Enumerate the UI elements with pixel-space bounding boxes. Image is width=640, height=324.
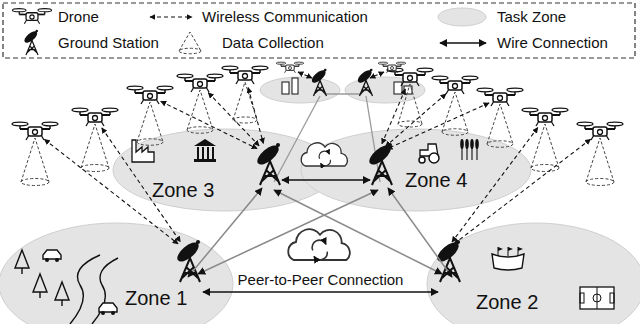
- ground-station-icon: [23, 29, 40, 55]
- legend-label: Ground Station: [58, 34, 159, 52]
- drone-icon: [432, 76, 478, 94]
- legend-sample: [150, 17, 192, 18]
- ground-station-icon: [356, 68, 374, 96]
- connection-label: Peer-to-Peer Connection: [235, 271, 407, 289]
- drone-icon: [12, 122, 58, 140]
- data-collection-cone: [187, 90, 213, 133]
- drone-icon: [222, 66, 268, 84]
- wireless-link: [370, 72, 384, 78]
- drone-icon: [12, 9, 51, 24]
- legend-label: Drone: [58, 8, 99, 26]
- task-zone: Zone 1: [0, 222, 234, 324]
- legend-frame: [3, 3, 635, 58]
- drone-icon: [127, 86, 173, 104]
- legend-label: Task Zone: [497, 8, 566, 26]
- wire-sample: [440, 42, 486, 44]
- building-icon: [292, 78, 298, 94]
- legend-label: Wire Connection: [497, 34, 608, 52]
- data-collection-cone: [398, 84, 422, 127]
- drone-icon: [387, 68, 433, 86]
- building-icon: [282, 82, 289, 94]
- zone-label: Zone 2: [476, 290, 538, 314]
- data-collection-cone: [179, 32, 201, 54]
- legend-sample: [12, 9, 51, 24]
- zone-ellipse: [0, 222, 234, 324]
- drone-icon: [276, 62, 304, 73]
- drone-icon: [477, 88, 523, 106]
- legend-sample: [179, 32, 201, 54]
- drone-icon: [577, 122, 623, 140]
- wire-connection: [203, 291, 438, 293]
- legend-sample: [438, 8, 486, 26]
- legend-sample: [23, 29, 40, 55]
- data-collection-cone: [81, 124, 109, 172]
- cloud-icon: [288, 229, 349, 260]
- legend-label: Data Collection: [222, 34, 324, 52]
- legend-label: Wireless Communication: [202, 8, 368, 26]
- drone-icon: [72, 108, 118, 126]
- data-collection-cone: [586, 138, 614, 186]
- task-zone: Zone 2: [426, 222, 640, 324]
- task-zone-small: [260, 77, 340, 103]
- legend-sample: [440, 43, 486, 44]
- drone-icon: [378, 62, 406, 73]
- task-zone: Zone 4: [300, 128, 532, 212]
- drone-icon: [177, 74, 223, 92]
- field-icon: [580, 287, 614, 309]
- zone-label: Zone 4: [405, 168, 467, 192]
- wireless-link: [298, 72, 312, 78]
- backhaul-wire: [324, 93, 362, 94]
- data-collection-cone: [442, 92, 468, 135]
- zone-label: Zone 3: [152, 178, 214, 202]
- legend-swatch: [438, 8, 486, 26]
- zone-ellipse: [112, 128, 337, 212]
- building-icon: [394, 82, 402, 94]
- data-collection-cone: [233, 82, 257, 123]
- ground-station-icon: [310, 68, 328, 96]
- zone-label: Zone 1: [125, 286, 187, 310]
- task-zone: Zone 3: [112, 128, 337, 212]
- data-collection-cone: [21, 138, 49, 186]
- data-collection-cone: [531, 124, 559, 172]
- wire-connection: [282, 179, 370, 181]
- wireless-link: [150, 16, 192, 17]
- drone-icon: [522, 108, 568, 126]
